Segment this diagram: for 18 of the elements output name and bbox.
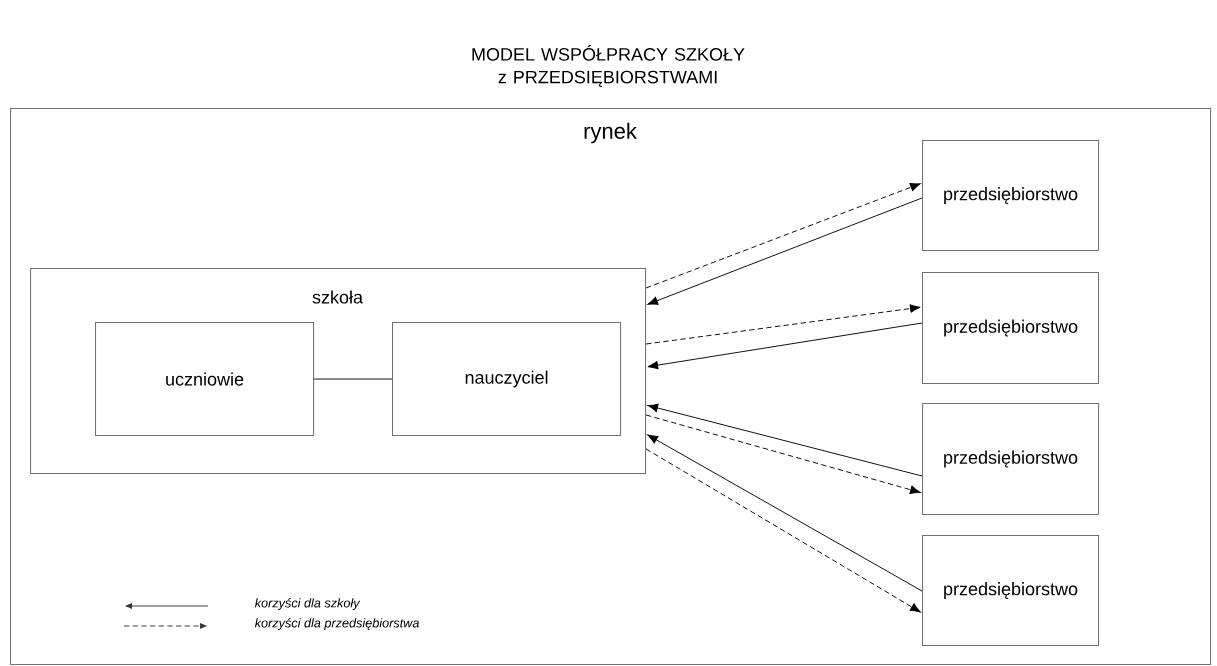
arrow bbox=[645, 448, 921, 613]
arrow bbox=[647, 403, 923, 477]
arrow bbox=[645, 183, 921, 289]
company-box: przedsiębiorstwo bbox=[922, 535, 1100, 647]
legend-label: korzyści dla przedsiębiorstwa bbox=[254, 618, 419, 630]
connector-line bbox=[313, 378, 393, 380]
title: MODEL WSPÓŁPRACY SZKOŁY z PRZEDSIĘBIORSTWAMI bbox=[472, 44, 745, 87]
arrow bbox=[647, 322, 923, 370]
arrow bbox=[647, 434, 923, 592]
company-box: przedsiębiorstwo bbox=[922, 403, 1100, 516]
arrow bbox=[645, 304, 921, 345]
process-box: nauczyciel bbox=[392, 322, 622, 437]
arrow bbox=[645, 414, 921, 494]
arrow bbox=[647, 197, 923, 305]
process-box: uczniowie bbox=[95, 322, 315, 437]
legend-label: korzyści dla szkoły bbox=[254, 598, 361, 610]
company-box: przedsiębiorstwo bbox=[922, 272, 1100, 385]
company-box: przedsiębiorstwo bbox=[922, 140, 1100, 252]
